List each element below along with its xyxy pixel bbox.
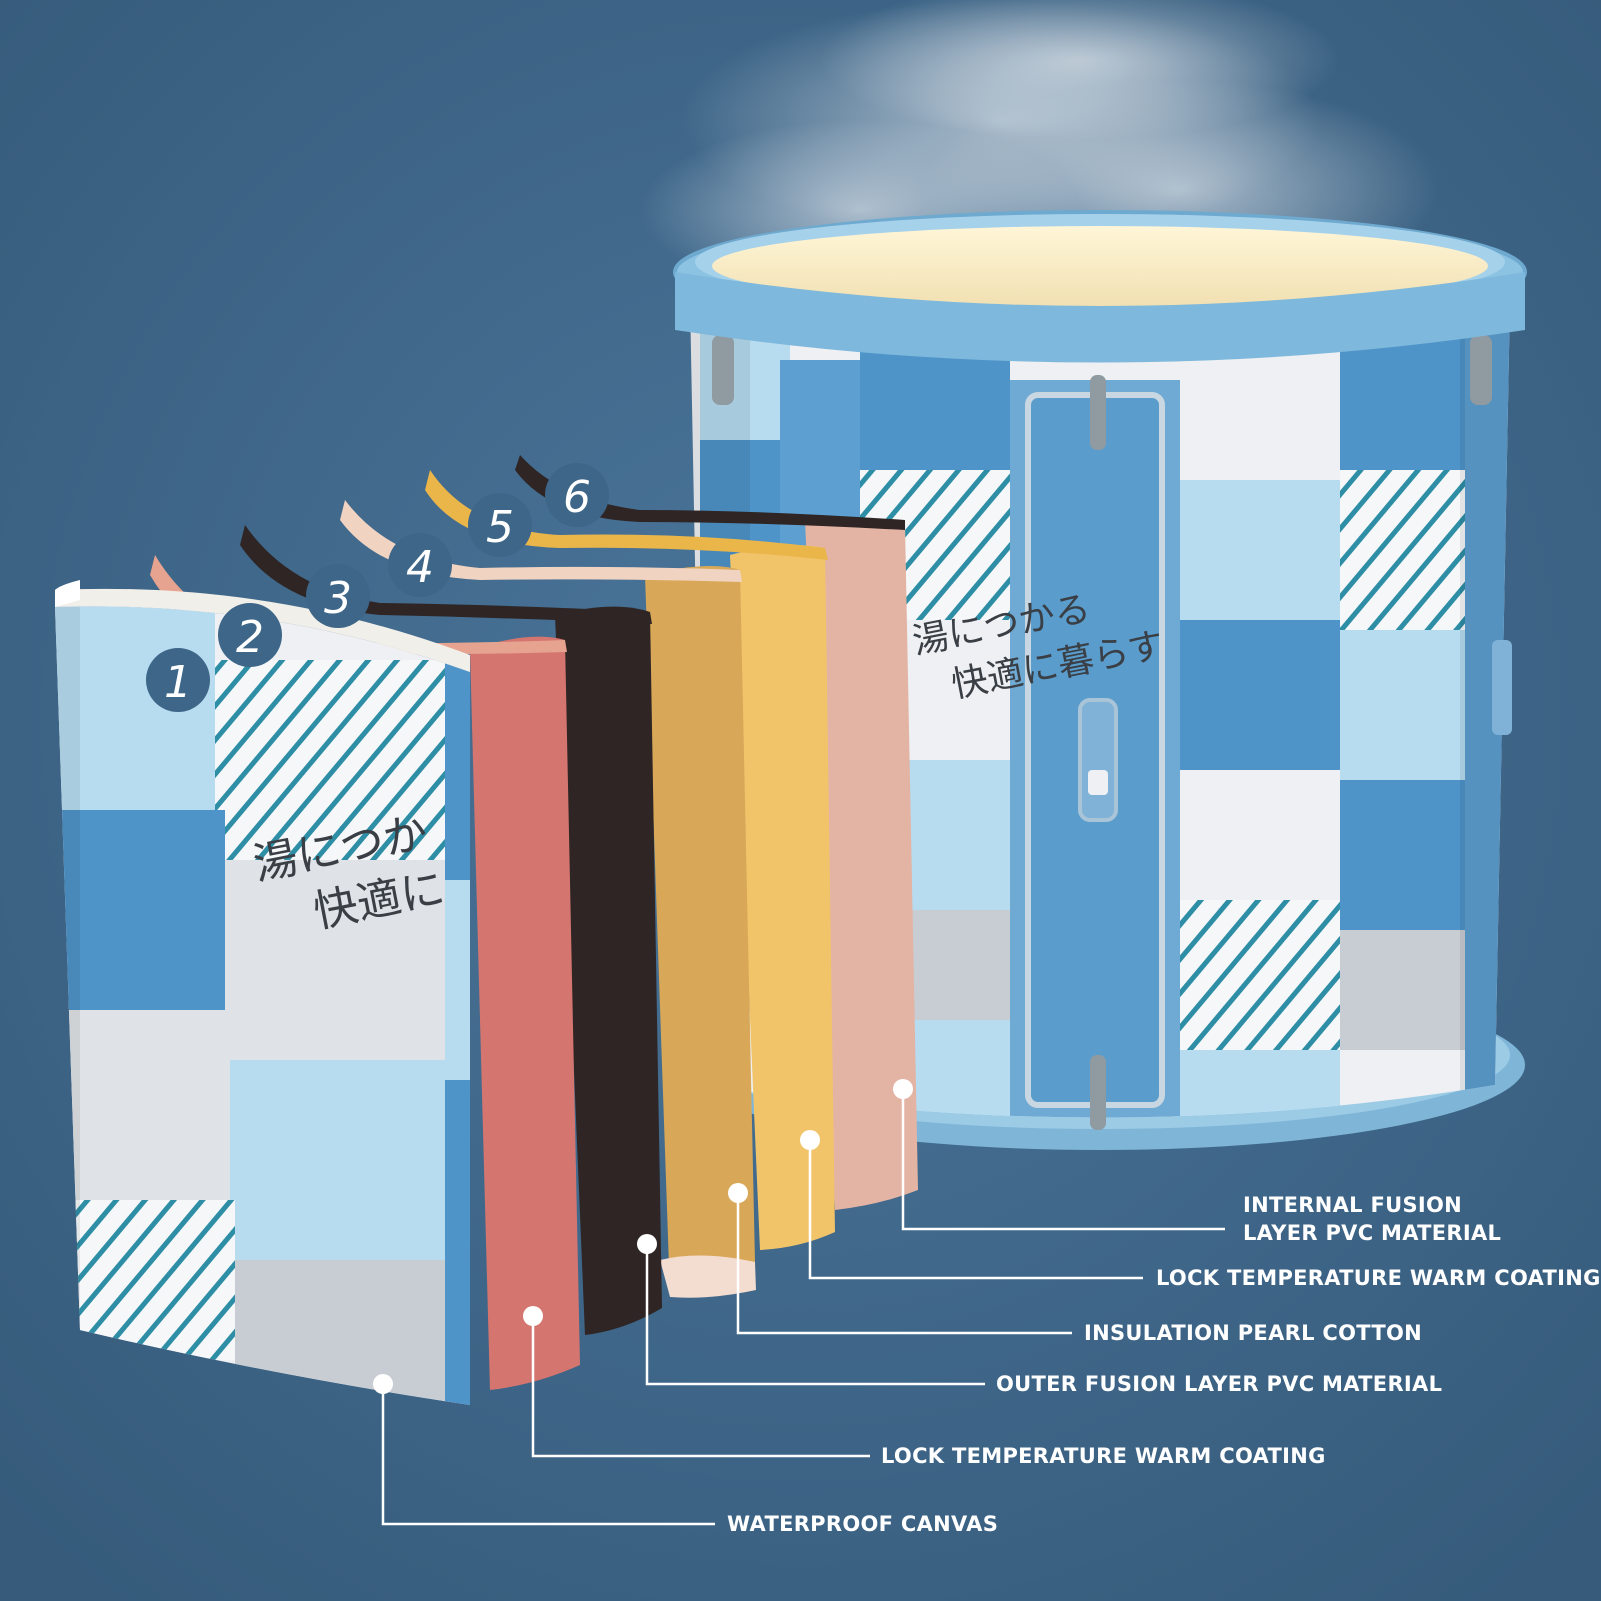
- leader-waterproof-canvas: [381, 1384, 715, 1526]
- callout-leaders: [381, 1089, 1225, 1526]
- label-internal-fusion: INTERNAL FUSION LAYER PVC MATERIAL: [1243, 1193, 1502, 1245]
- svg-text:5: 5: [486, 502, 514, 553]
- badge-1: 1: [146, 648, 210, 712]
- layer-canvas-outer: 湯につか 快適に: [55, 580, 470, 1405]
- label-pearl-cotton: INSULATION PEARL COTTON: [1084, 1321, 1423, 1345]
- badge-2: 2: [218, 603, 282, 667]
- leader-internal-fusion: [901, 1089, 1225, 1231]
- label-lock-temp-outer: LOCK TEMPERATURE WARM COATING: [881, 1444, 1326, 1468]
- leader-pearl-cotton: [736, 1193, 1072, 1335]
- badge-6: 6: [545, 463, 609, 527]
- label-outer-fusion: OUTER FUSION LAYER PVC MATERIAL: [996, 1372, 1443, 1396]
- layer-pink-inner: [515, 455, 918, 1210]
- callout-dots: [373, 1079, 913, 1394]
- layer-number-badges: 1 2 3 4 5 6: [146, 463, 609, 712]
- svg-text:1: 1: [164, 657, 192, 708]
- tub-clips: [712, 335, 1512, 1130]
- label-lock-temp-inner: LOCK TEMPERATURE WARM COATING: [1156, 1266, 1601, 1290]
- leader-lock-temp-outer: [531, 1316, 870, 1458]
- leader-outer-fusion: [645, 1244, 985, 1386]
- label-waterproof-canvas: WATERPROOF CANVAS: [727, 1512, 999, 1536]
- svg-text:2: 2: [236, 612, 264, 663]
- badge-4: 4: [388, 533, 452, 597]
- layer-coral: [150, 555, 580, 1390]
- badge-3: 3: [306, 564, 370, 628]
- leader-lock-temp-inner: [808, 1140, 1143, 1280]
- tub-water: [712, 226, 1488, 306]
- svg-text:6: 6: [563, 472, 591, 523]
- svg-text:4: 4: [406, 542, 434, 593]
- badge-5: 5: [468, 493, 532, 557]
- svg-text:3: 3: [324, 573, 352, 624]
